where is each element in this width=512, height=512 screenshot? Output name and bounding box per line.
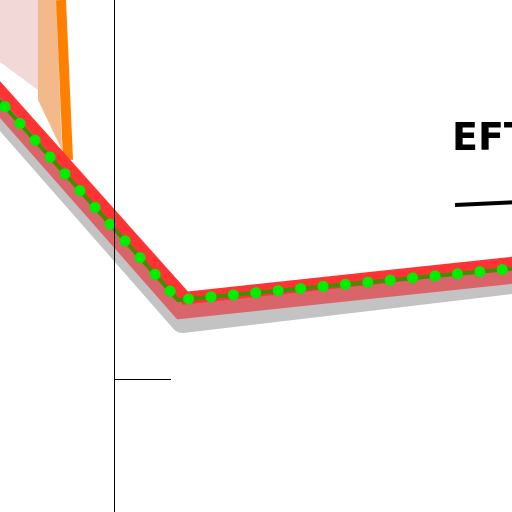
area-fill [0, 0, 38, 90]
area-polygon [0, 0, 73, 161]
route-dots [0, 92, 512, 306]
map-label: EFT [452, 115, 512, 159]
map-label-group: EFT [452, 115, 512, 207]
label-underline [454, 200, 512, 207]
route [0, 92, 512, 306]
area-edge-orange [56, 0, 73, 161]
boundary-band [0, 81, 512, 333]
area-edge-light [38, 0, 62, 150]
boundary-red-inner [0, 96, 512, 320]
grid-lines [114, 0, 171, 512]
